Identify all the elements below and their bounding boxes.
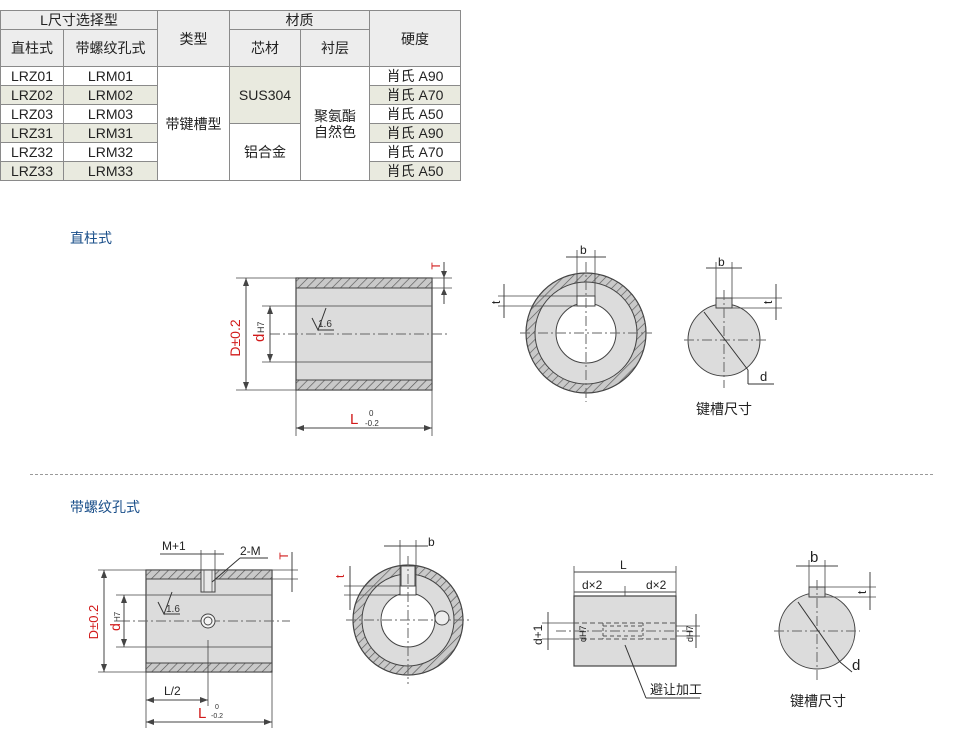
label-d1: d+1	[531, 624, 545, 645]
label-dx2-left: d×2	[582, 578, 603, 592]
header-threaded: 带螺纹孔式	[63, 29, 158, 67]
label-L: L	[350, 411, 358, 428]
tol-lower: -0.2	[365, 419, 379, 428]
cell-hardness: 肖氏 A90	[369, 66, 461, 86]
label-t2: t	[333, 574, 347, 578]
key-label-b: b	[718, 255, 725, 269]
header-lining: 衬层	[300, 29, 370, 67]
label-b2: b	[428, 535, 435, 549]
tol-lower-2: -0.2	[211, 713, 223, 720]
cell-core-al: 铝合金	[229, 123, 301, 181]
label-L-top: L	[620, 558, 627, 572]
label-M1: M+1	[162, 539, 186, 553]
lining-line2: 自然色	[314, 123, 356, 140]
label-L-2: L	[198, 705, 206, 722]
lining-line1: 聚氨酯	[314, 107, 356, 124]
label-L2: L/2	[164, 684, 181, 698]
tol-upper-2: 0	[215, 704, 219, 711]
cell-threaded: LRM33	[63, 161, 158, 181]
relief-section-view	[542, 566, 700, 699]
header-core: 芯材	[229, 29, 301, 67]
label-2M: 2-M	[240, 544, 261, 558]
cell-hardness: 肖氏 A90	[369, 123, 461, 143]
label-dH7-left: dH7	[578, 625, 588, 642]
label-d: d	[251, 334, 268, 342]
roughness-value: 1.6	[318, 319, 332, 330]
label-T2: T	[277, 552, 291, 560]
straight-front-view	[498, 250, 652, 402]
cell-type: 带键槽型	[157, 66, 230, 181]
threaded-keyway-detail	[774, 560, 876, 682]
label-T: T	[429, 262, 443, 270]
keyway-caption: 键槽尺寸	[696, 401, 752, 417]
key2-label-d: d	[852, 657, 860, 674]
keyway-caption-2: 键槽尺寸	[790, 693, 846, 709]
cell-threaded: LRM31	[63, 123, 158, 143]
label-d-sub: H7	[256, 321, 266, 333]
threaded-front-view	[344, 540, 470, 684]
cell-lining: 聚氨酯 自然色	[300, 66, 370, 181]
cell-threaded: LRM03	[63, 104, 158, 124]
key2-label-b: b	[810, 549, 818, 566]
cell-straight: LRZ02	[0, 85, 64, 105]
label-t: t	[489, 300, 503, 304]
header-hardness: 硬度	[369, 10, 461, 67]
straight-keyway-detail	[684, 262, 782, 388]
header-selection: L尺寸选择型	[0, 10, 158, 30]
tol-upper: 0	[369, 409, 374, 418]
label-dx2-right: d×2	[646, 578, 667, 592]
label-D: D±0.2	[227, 319, 243, 356]
threaded-side-view	[98, 550, 298, 728]
cell-threaded: LRM32	[63, 142, 158, 162]
key-label-d: d	[760, 369, 767, 384]
straight-side-view	[236, 262, 452, 436]
section-divider	[30, 474, 933, 475]
section-title-straight: 直柱式	[70, 230, 112, 246]
section-title-threaded: 带螺纹孔式	[70, 499, 140, 515]
key2-label-t: t	[855, 590, 869, 594]
label-d2-sub: H7	[113, 611, 122, 622]
label-d2: d	[107, 623, 123, 631]
label-D2: D±0.2	[86, 605, 101, 640]
label-dH7-right: dH7	[685, 625, 695, 642]
header-straight: 直柱式	[0, 29, 64, 67]
cell-straight: LRZ01	[0, 66, 64, 86]
cell-hardness: 肖氏 A70	[369, 142, 461, 162]
spec-table: L尺寸选择型 类型 材质 硬度 芯材 衬层 直柱式 带螺纹孔式 LRZ01 LR…	[0, 10, 461, 181]
cell-hardness: 肖氏 A50	[369, 161, 461, 181]
roughness-value-2: 1.6	[166, 604, 180, 615]
cell-core-sus: SUS304	[229, 66, 301, 124]
key-label-t: t	[761, 300, 775, 304]
relief-caption: 避让加工	[650, 682, 702, 697]
label-b: b	[580, 243, 587, 257]
